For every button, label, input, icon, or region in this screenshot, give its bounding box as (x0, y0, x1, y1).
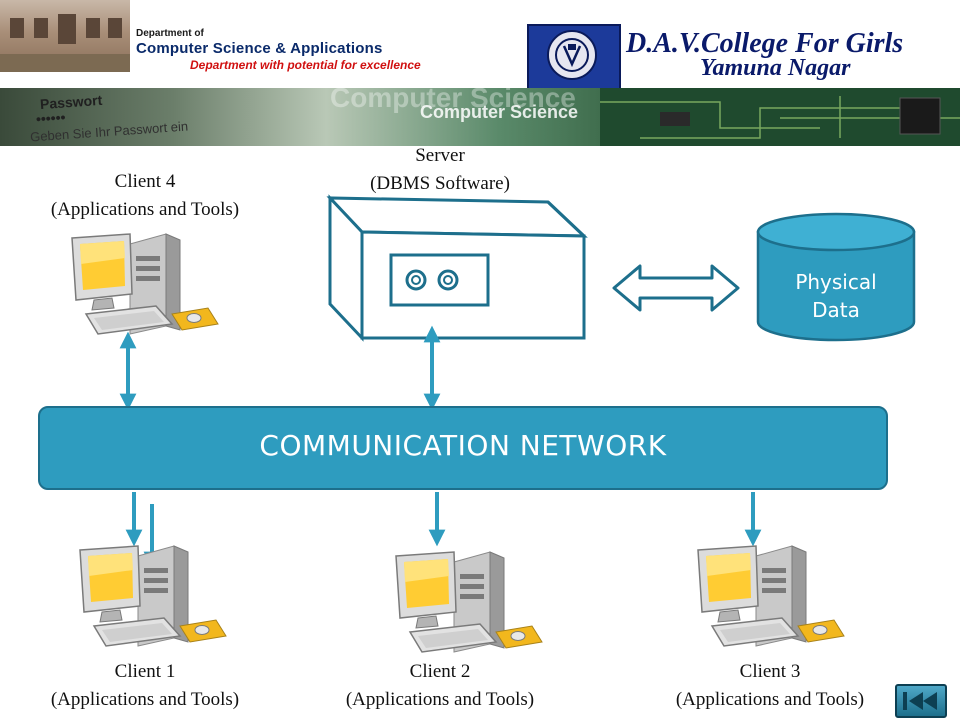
header-banner: Department of Computer Science & Applica… (0, 0, 960, 146)
dept-prefix: Department of (136, 28, 204, 39)
slide-nav-button[interactable] (895, 684, 947, 718)
client-1-label: Client 1 (Applications and Tools) (10, 658, 280, 714)
client-3-label: Client 3 (Applications and Tools) (635, 658, 905, 714)
client-2-label: Client 2 (Applications and Tools) (305, 658, 575, 714)
server-icon (326, 194, 588, 342)
client-3-desc: (Applications and Tools) (675, 689, 865, 710)
database-icon (756, 212, 916, 342)
college-city: Yamuna Nagar (700, 55, 851, 81)
client-1-name: Client 1 (114, 661, 176, 682)
double-arrow-icon (612, 264, 740, 312)
strip-cs-faint: Computer Science (330, 88, 576, 113)
banner-image-strip: Passwort •••••• Geben Sie Ihr Passwort e… (0, 88, 960, 146)
server-label-line2: (DBMS Software) (370, 173, 510, 194)
strip-cs-text: Computer Science (420, 102, 579, 122)
physical-data-label: Physical Data (758, 268, 914, 324)
circuit-board-icon (600, 88, 960, 146)
computer-icon (79, 545, 227, 647)
college-name: D.A.V.College For Girls (626, 28, 904, 59)
physical-data-line2: Data (812, 298, 860, 322)
client-4-label: Client 4 (Applications and Tools) (10, 168, 280, 224)
client-4-desc: (Applications and Tools) (50, 199, 240, 220)
network-label: COMMUNICATION NETWORK (259, 429, 667, 462)
dept-tagline: Department with potential for excellence (190, 58, 421, 72)
client-2-desc: (Applications and Tools) (345, 689, 535, 710)
computer-icon (697, 545, 845, 647)
dept-name: Computer Science & Applications (136, 40, 383, 57)
client-1-desc: (Applications and Tools) (50, 689, 240, 710)
server-label-line1: Server (415, 145, 465, 166)
communication-network-bar (38, 406, 888, 490)
client-4-name: Client 4 (114, 171, 176, 192)
nav-button-icon (903, 692, 937, 710)
emblem-icon (529, 26, 615, 84)
client-2-name: Client 2 (409, 661, 471, 682)
computer-icon (395, 551, 543, 653)
client-3-name: Client 3 (739, 661, 801, 682)
connector-arrows (119, 325, 762, 569)
physical-data-line1: Physical (795, 270, 877, 294)
college-logo (527, 24, 621, 90)
computer-icon (71, 233, 219, 335)
college-building-photo (0, 0, 130, 72)
server-label: Server (DBMS Software) (330, 142, 550, 198)
